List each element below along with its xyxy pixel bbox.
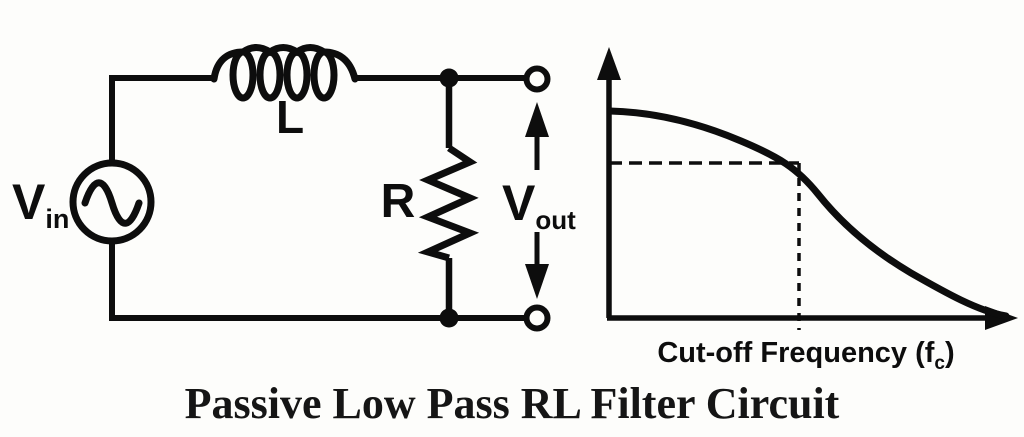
source-circle bbox=[69, 159, 155, 245]
resistor-branch bbox=[417, 78, 480, 318]
ac-voltage-source bbox=[69, 159, 155, 245]
label-resistor: R bbox=[381, 175, 416, 228]
inductor-coil bbox=[210, 44, 359, 102]
wire-top-left bbox=[109, 75, 214, 163]
vin-main: V bbox=[12, 174, 46, 230]
junction-dot-top bbox=[439, 68, 459, 88]
label-vin: Vin bbox=[12, 174, 69, 234]
vout-sub: out bbox=[535, 205, 576, 235]
coil-loop bbox=[229, 48, 257, 102]
label-inductor: L bbox=[276, 91, 304, 143]
cutoff-label-pre: Cut-off Frequency (f bbox=[657, 337, 934, 369]
y-axis-arrowhead bbox=[597, 47, 621, 80]
cutoff-frequency-label: Cut-off Frequency (fc) bbox=[657, 337, 954, 374]
x-axis bbox=[607, 306, 1018, 330]
circuit-schematic: Vin L R Vout bbox=[12, 44, 576, 332]
label-vout: Vout bbox=[502, 175, 576, 235]
coil-top-arcs bbox=[210, 44, 359, 83]
junction-dot-bottom bbox=[439, 308, 459, 328]
frequency-response-graph: Cut-off Frequency (fc) bbox=[597, 47, 1018, 374]
vout-main: V bbox=[502, 175, 536, 231]
resistor-zigzag bbox=[417, 145, 480, 262]
vout-arrow-up bbox=[525, 102, 549, 170]
cutoff-label-post: ) bbox=[945, 337, 955, 369]
coil-loop bbox=[310, 48, 338, 102]
cutoff-label-sub: c bbox=[934, 353, 945, 374]
wire-bottom-rail bbox=[109, 241, 526, 321]
y-axis bbox=[597, 47, 621, 318]
sine-wave-icon bbox=[81, 179, 143, 227]
terminal-top bbox=[523, 65, 551, 93]
arrow-up-head bbox=[525, 102, 549, 137]
vin-sub: in bbox=[45, 204, 69, 234]
vout-arrow-down bbox=[525, 232, 549, 299]
terminal-bottom bbox=[523, 304, 551, 332]
diagram-title: Passive Low Pass RL Filter Circuit bbox=[185, 379, 840, 428]
arrow-down-head bbox=[525, 264, 549, 299]
response-curve bbox=[606, 107, 1010, 320]
